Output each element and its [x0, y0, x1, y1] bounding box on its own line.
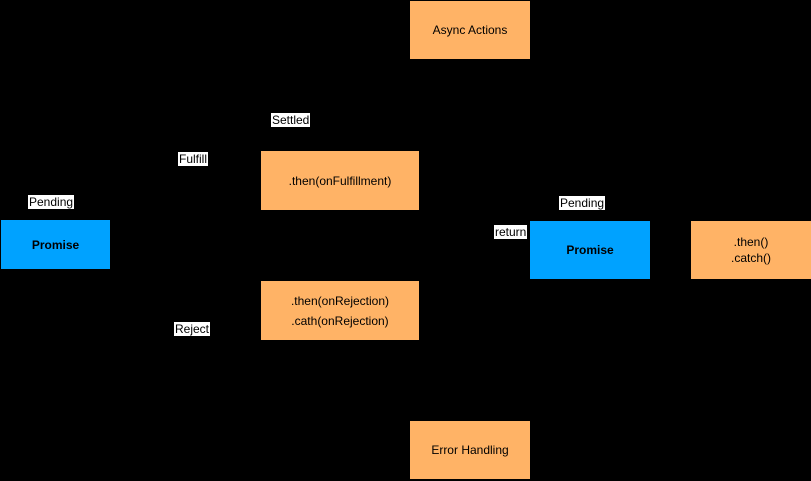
edge-label-pending-right: Pending	[559, 196, 606, 210]
node-promise-left: Promise	[1, 220, 110, 269]
node-then-catch: .then() .catch()	[691, 221, 811, 279]
edge-label-reject: Reject	[174, 322, 211, 336]
edge-label-settled: Settled	[271, 113, 311, 127]
node-then-onrejection: .then(onRejection) .cath(onRejection)	[261, 281, 419, 340]
node-then-catch-line1: .then()	[733, 235, 769, 249]
node-then-onrejection-line2: .cath(onRejection)	[291, 313, 389, 328]
node-then-onfulfillment-label: .then(onFulfillment)	[288, 173, 392, 188]
node-async-actions: Async Actions	[410, 1, 530, 59]
node-error-handling: Error Handling	[410, 421, 530, 479]
edge-label-fulfill: Fulfill	[178, 152, 209, 166]
node-promise-right-label: Promise	[566, 243, 614, 257]
node-then-onfulfillment: .then(onFulfillment)	[261, 151, 419, 210]
edge-label-return: return	[494, 225, 528, 239]
node-promise-right: Promise	[530, 221, 650, 279]
node-error-handling-label: Error Handling	[431, 443, 509, 457]
node-then-catch-line2: .catch()	[730, 251, 771, 265]
node-then-onrejection-line1: .then(onRejection)	[290, 293, 390, 308]
node-async-actions-label: Async Actions	[432, 23, 508, 37]
node-promise-left-label: Promise	[31, 237, 80, 252]
edge-label-pending-left: Pending	[28, 195, 75, 209]
